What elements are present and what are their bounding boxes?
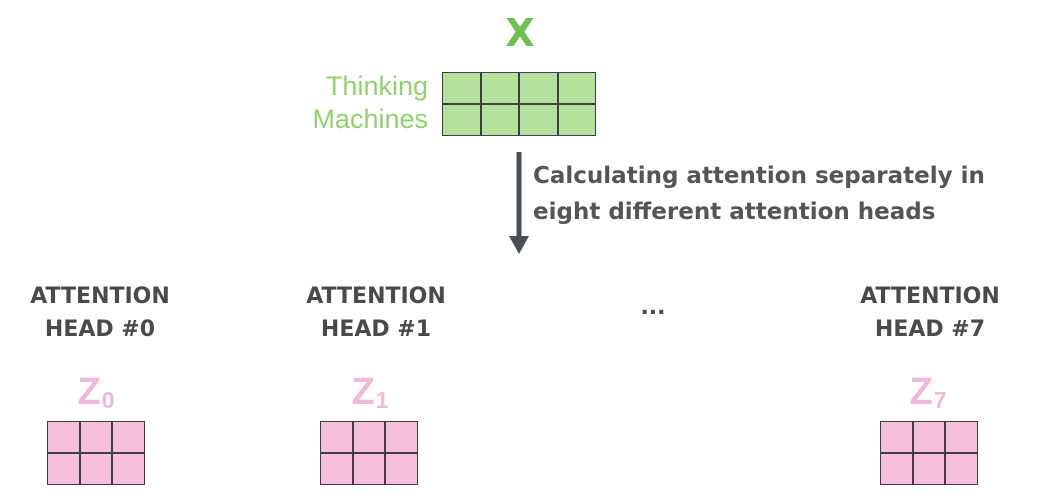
head-label-line1: ATTENTION (860, 284, 1000, 309)
z7-matrix (880, 421, 978, 485)
z-matrix-cell (320, 453, 353, 485)
head-label-line2: HEAD #0 (44, 317, 156, 342)
x-matrix-cell (519, 104, 558, 136)
z0-matrix (47, 421, 145, 485)
z-matrix-cell (352, 453, 386, 485)
z-matrix-cell (112, 421, 145, 453)
head-label-1: ATTENTION HEAD #1 (276, 280, 476, 346)
z-matrix-cell (945, 453, 978, 485)
z-matrix-cell (880, 421, 913, 453)
z-matrix-cell (320, 421, 353, 453)
x-matrix-cell (442, 104, 481, 136)
head-label-line1: ATTENTION (30, 284, 170, 309)
down-arrow-icon (509, 152, 529, 254)
head-label-line1: ATTENTION (306, 284, 446, 309)
z-matrix-cell (945, 421, 978, 453)
z-matrix-cell (912, 453, 946, 485)
z-matrix-cell (385, 421, 418, 453)
z-subscript: 7 (933, 387, 947, 413)
head-label-0: ATTENTION HEAD #0 (0, 280, 200, 346)
word-machines: Machines (312, 104, 428, 134)
z-matrix-cell (79, 421, 113, 453)
head-label-line2: HEAD #7 (874, 317, 986, 342)
z-matrix-cell (47, 421, 80, 453)
x-matrix (442, 72, 596, 136)
z1-matrix (320, 421, 418, 485)
x-matrix-cell (480, 104, 519, 136)
head-label-line2: HEAD #1 (320, 317, 432, 342)
z-subscript: 0 (101, 387, 115, 413)
x-matrix-title: X (505, 11, 535, 55)
z-matrix-cell (385, 453, 418, 485)
z-base: Z (351, 371, 375, 413)
z7-label: Z7 (898, 372, 958, 416)
z-subscript: 1 (375, 387, 389, 413)
x-matrix-cell (442, 72, 481, 104)
z-base: Z (909, 371, 933, 413)
z-matrix-cell (47, 453, 80, 485)
x-matrix-cell (557, 72, 596, 104)
z-matrix-cell (112, 453, 145, 485)
x-matrix-cell (480, 72, 519, 104)
z-matrix-cell (880, 453, 913, 485)
process-caption: Calculating attention separately in eigh… (533, 158, 1043, 230)
z-matrix-cell (912, 421, 946, 453)
x-matrix-cell (519, 72, 558, 104)
caption-line-2: eight different attention heads (533, 199, 936, 225)
z0-label: Z0 (66, 372, 126, 416)
x-matrix-cell (557, 104, 596, 136)
z1-label: Z1 (340, 372, 400, 416)
z-base: Z (77, 371, 101, 413)
ellipsis: ... (640, 295, 666, 320)
caption-line-1: Calculating attention separately in (533, 163, 985, 189)
z-matrix-cell (79, 453, 113, 485)
word-thinking: Thinking (325, 71, 428, 101)
head-label-7: ATTENTION HEAD #7 (830, 280, 1030, 346)
z-matrix-cell (352, 421, 386, 453)
